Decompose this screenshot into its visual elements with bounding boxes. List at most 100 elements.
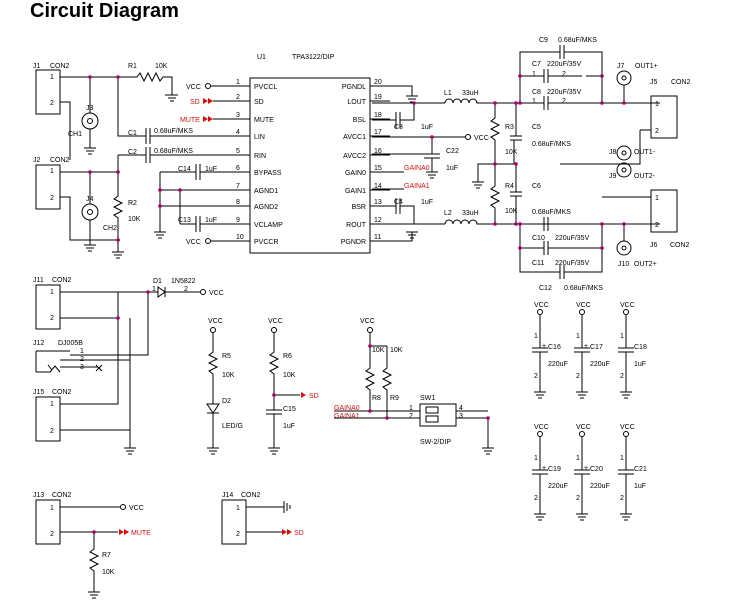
- ic-pin-number: 10: [236, 234, 244, 241]
- pin-number: 2: [184, 286, 188, 293]
- ic-pin-name: PVCCR: [254, 239, 279, 246]
- pin-number: 1: [576, 333, 580, 340]
- junction-dot: [622, 222, 626, 226]
- junction-dot: [158, 204, 162, 208]
- resistor-value: 10K: [222, 372, 235, 379]
- gain-switch: VCC 10K 10K R8 R9 GAINA0 GAINA1 SW1 SW-2…: [334, 318, 494, 455]
- inductor-ref: L2: [444, 210, 452, 217]
- junctions: [88, 74, 626, 534]
- cap-ref: C14: [178, 166, 191, 173]
- pin-number: 1: [655, 195, 659, 202]
- junction-dot: [430, 135, 434, 139]
- ic-pin-number: 13: [374, 199, 382, 206]
- junction-dot: [88, 170, 92, 174]
- junction-dot: [600, 246, 604, 250]
- pin-number: 1: [50, 74, 54, 81]
- ground-icon: [576, 513, 588, 521]
- connector-j14: J14 CON2 1 2 SD: [221, 492, 304, 545]
- connector-ref: J11: [33, 277, 44, 284]
- cap-ref: C9: [539, 37, 548, 44]
- resistor-value: 10K: [505, 149, 518, 156]
- pin-number: 2: [50, 531, 54, 538]
- jack-name: CH1: [68, 131, 82, 138]
- diode-ref: D2: [222, 398, 231, 405]
- ground-icon: [154, 231, 166, 239]
- inductor-l1: L1 33uH: [444, 90, 520, 104]
- ic-pin-number: 14: [374, 183, 382, 190]
- ic-pin-name: MUTE: [254, 117, 274, 124]
- cap-ref: C13: [178, 217, 191, 224]
- pin-number: 2: [50, 195, 54, 202]
- ground-icon: [576, 391, 588, 399]
- junction-dot: [518, 222, 522, 226]
- pin-number: 3: [459, 413, 463, 420]
- ic-pin-name: LIN: [254, 134, 265, 141]
- junction-dot: [514, 101, 518, 105]
- ic-pin-name: BSL: [353, 117, 366, 124]
- junction-dot: [146, 290, 150, 294]
- ic-pin-name: RIN: [254, 153, 266, 160]
- pin-number: 2: [50, 315, 54, 322]
- pin-number: 2: [655, 222, 659, 229]
- ic-pin-number: 20: [374, 79, 382, 86]
- ic-pin-number: 18: [374, 112, 382, 119]
- pin-number: 1: [576, 455, 580, 462]
- junction-dot: [368, 344, 372, 348]
- jack-j4: J4 CH2: [81, 172, 117, 252]
- junction-dot: [493, 101, 497, 105]
- net-vcc: VCC: [208, 318, 223, 325]
- ic-pin-name: ROUT: [346, 222, 367, 229]
- ic-pin-number: 15: [374, 165, 382, 172]
- polarity-mark: +: [584, 465, 588, 472]
- left-ic-nets: VCC SD MUTE C14 1uF C13 1uF VCC: [154, 83, 248, 246]
- net-sd: SD: [309, 393, 319, 400]
- junction-dot: [116, 75, 120, 79]
- jack-ref: J8: [609, 149, 617, 156]
- switch-ref: SW1: [420, 395, 435, 402]
- ground-icon: [534, 391, 546, 399]
- junction-dot: [622, 101, 626, 105]
- junction-dot: [116, 170, 120, 174]
- connector-j5: J5 CON2 1 2: [560, 79, 691, 165]
- cap-value: 220uF/35V: [547, 61, 582, 68]
- cap-ref: C4: [394, 199, 403, 206]
- connector-j6: J6 CON2 1 2: [602, 189, 690, 249]
- cap-ref: C7: [532, 61, 541, 68]
- connector-ref: J6: [650, 242, 658, 249]
- cap-ref: C11: [532, 260, 544, 267]
- pin-number: 2: [409, 413, 413, 420]
- connector-ref: J1: [33, 63, 41, 70]
- ic-pin-name: BYPASS: [254, 170, 282, 177]
- net-arrow-icon: [203, 98, 213, 104]
- cap-ref: C21: [634, 466, 647, 473]
- ground-icon: [406, 231, 418, 239]
- junction-dot: [518, 246, 522, 250]
- ground-icon: [84, 244, 96, 252]
- inductor-ref: L1: [444, 90, 452, 97]
- pin-number: 2: [562, 71, 566, 78]
- cap-ref: C5: [532, 124, 541, 131]
- pin-number: 1: [620, 455, 624, 462]
- resistor-ref: R6: [283, 353, 292, 360]
- cap-value: 1uF: [421, 124, 433, 131]
- pin-number: 1: [655, 101, 659, 108]
- connector-ref: J13: [33, 492, 44, 499]
- connector-type: CON2: [671, 79, 691, 86]
- ic-part: TPA3122/DIP: [292, 54, 335, 61]
- ground-icon: [620, 513, 632, 521]
- cap-ref: C10: [532, 235, 545, 242]
- diode-d1: D1 1N5822 1 2 VCC: [148, 278, 224, 298]
- decoupling-caps: VCC12+C16220uFVCC12+C17220uFVCC12C181uFV…: [532, 302, 647, 521]
- pin-number: 1: [534, 455, 538, 462]
- connector-j11: J11 CON2 1 2: [33, 277, 148, 330]
- switch-value: SW-2/DIP: [420, 439, 451, 446]
- ic-pin-name: AVCC1: [343, 134, 366, 141]
- cap-ref: C8: [532, 89, 541, 96]
- connector-ref: J12: [33, 340, 44, 347]
- cap-value: 0.68uF/MKS: [558, 37, 597, 44]
- ic-pin-number: 17: [374, 129, 382, 136]
- output-filter: R3 10K C5 0.68uF/MKS R4 10K C6 0.68uF/MK…: [472, 37, 660, 292]
- cap-ref: C18: [634, 344, 647, 351]
- ground-icon: [246, 501, 291, 513]
